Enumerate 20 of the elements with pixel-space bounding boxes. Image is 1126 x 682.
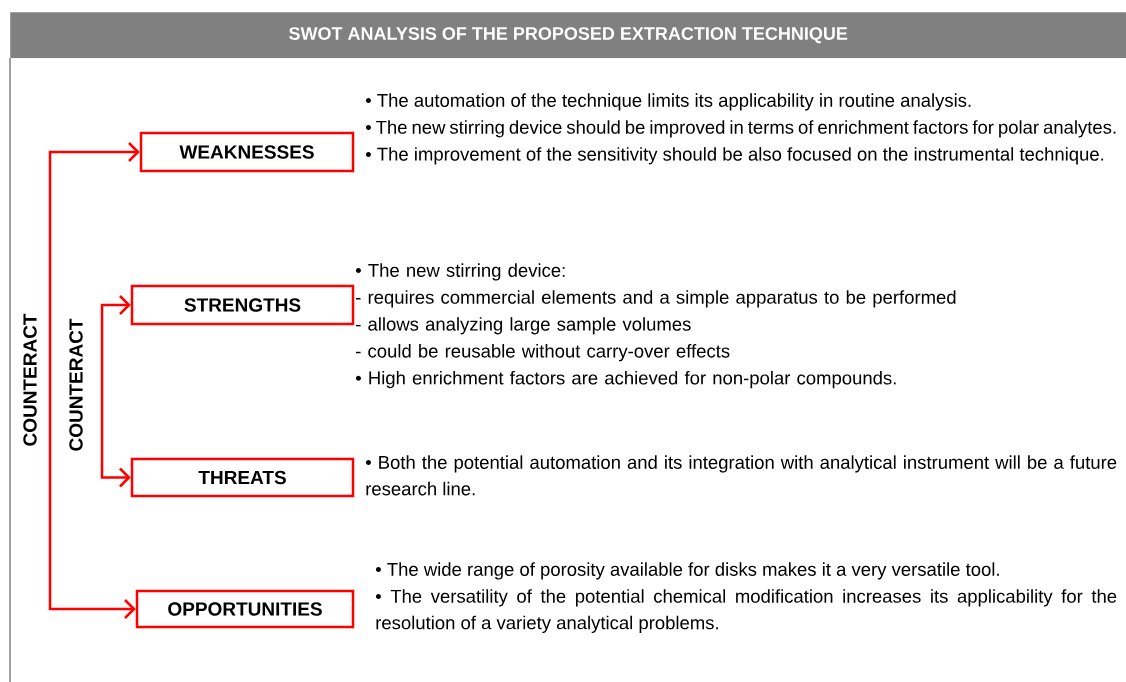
description-text: - requires commercial elements and a simple apparatus to be performed (356, 290, 956, 308)
description-text: - could be reusable without carry-over effects (356, 344, 730, 362)
label-box: WEAKNESSES (139, 131, 355, 173)
description-text: • The new stirring device: (355, 263, 565, 281)
title-band: SWOT ANALYSIS OF THE PROPOSED EXTRACTION TECHNIQUE (10, 12, 1126, 59)
description-text: • The automation of the technique limits its applicability in routine analysis. (365, 93, 971, 111)
label-box: THREATS (130, 457, 355, 498)
description-text: • The wide range of porosity available for disks makes it a very versatile tool. (375, 562, 999, 580)
bracket-arrow (48, 142, 140, 619)
description-text: • Both the potential automation and its integration with analytical instrument will be a future research line. (365, 455, 1117, 496)
description-text: • The versatility of the potential chemical modification increases its applicability for the resolution of a variety analytical problems. (375, 589, 1117, 633)
description-text: • The improvement of the sensitivity should be also focused on the instrumental technique. (365, 147, 1104, 165)
edge-label: COUNTERACT (23, 313, 37, 446)
description-text: • High enrichment factors are achieved for non-polar compounds. (355, 370, 896, 389)
description-text: • The new stirring device should be improved in terms of enrichment factors for polar analytes. (365, 120, 1116, 138)
label-box: STRENGTHS (130, 284, 355, 326)
bracket-arrow (100, 295, 131, 488)
description-text: - allows analyzing large sample volumes (356, 317, 691, 335)
edge-label: COUNTERACT (69, 318, 83, 451)
label-box: OPPORTUNITIES (135, 589, 355, 629)
